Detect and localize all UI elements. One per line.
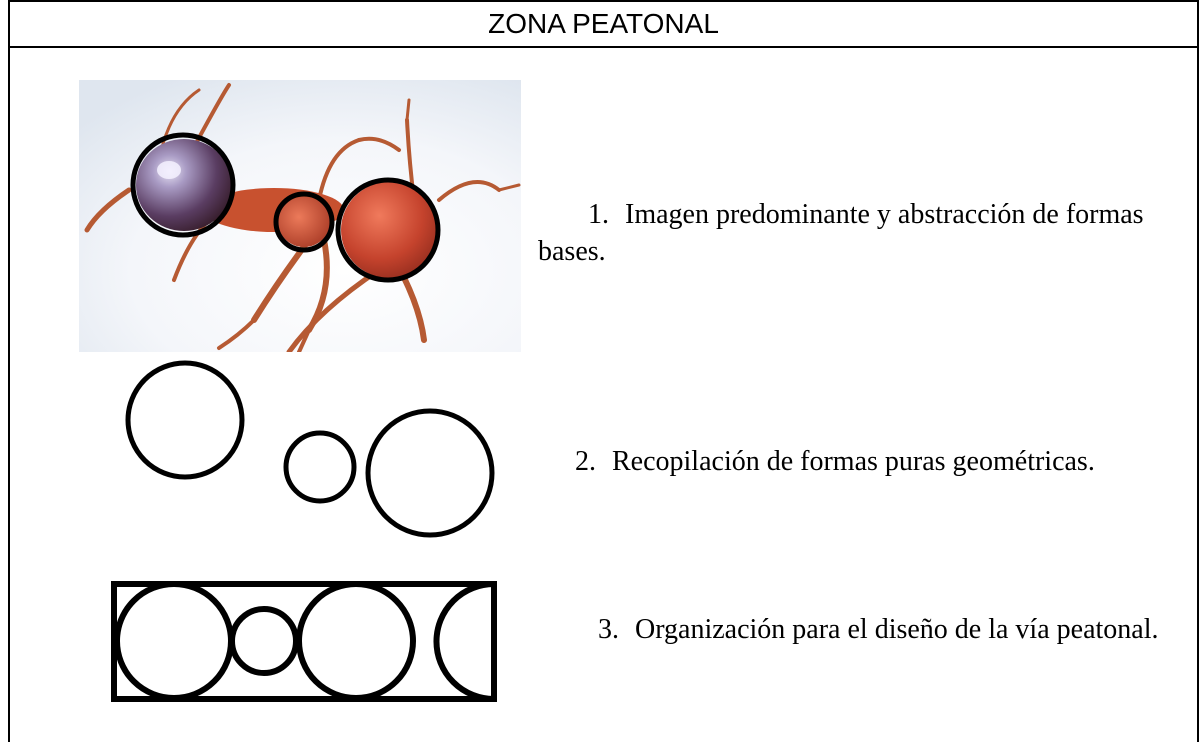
ant-petiole [278, 197, 330, 247]
ant-photo-figure [79, 80, 521, 352]
pattern-circle-1-icon [114, 581, 234, 701]
page-title: ZONA PEATONAL [10, 2, 1197, 48]
step-description: Organización para el diseño de la vía pe… [635, 614, 1159, 645]
pattern-half-circle-icon [433, 581, 495, 702]
step-description: Imagen predominante y abstracción de for… [538, 199, 1144, 267]
ant-abdomen [341, 182, 437, 278]
step-description: Recopilación de formas puras geométricas… [612, 446, 1095, 477]
document-frame: ZONA PEATONAL [8, 0, 1199, 742]
abstraction-circles [130, 132, 441, 283]
pattern-circle-3-icon [296, 581, 416, 701]
walkway-frame [111, 581, 497, 702]
large-circle-icon [125, 360, 245, 480]
ant-head [136, 139, 232, 231]
small-circle-icon [283, 430, 357, 504]
step-number: 2. [575, 446, 596, 477]
medium-circle-icon [365, 408, 495, 538]
step-number: 1. [588, 199, 609, 230]
step-number: 3. [598, 614, 619, 645]
step-2-text: 2. Recopilación de formas puras geométric… [575, 443, 1195, 480]
pattern-circle-2-icon [229, 606, 299, 676]
step-1-text: 1.Imagen predominante y abstracción de f… [538, 196, 1188, 270]
step-3-text: 3. Organización para el diseño de la vía … [556, 611, 1176, 648]
circle-shapes-figure [125, 360, 495, 538]
walkway-pattern-figure [111, 581, 497, 702]
